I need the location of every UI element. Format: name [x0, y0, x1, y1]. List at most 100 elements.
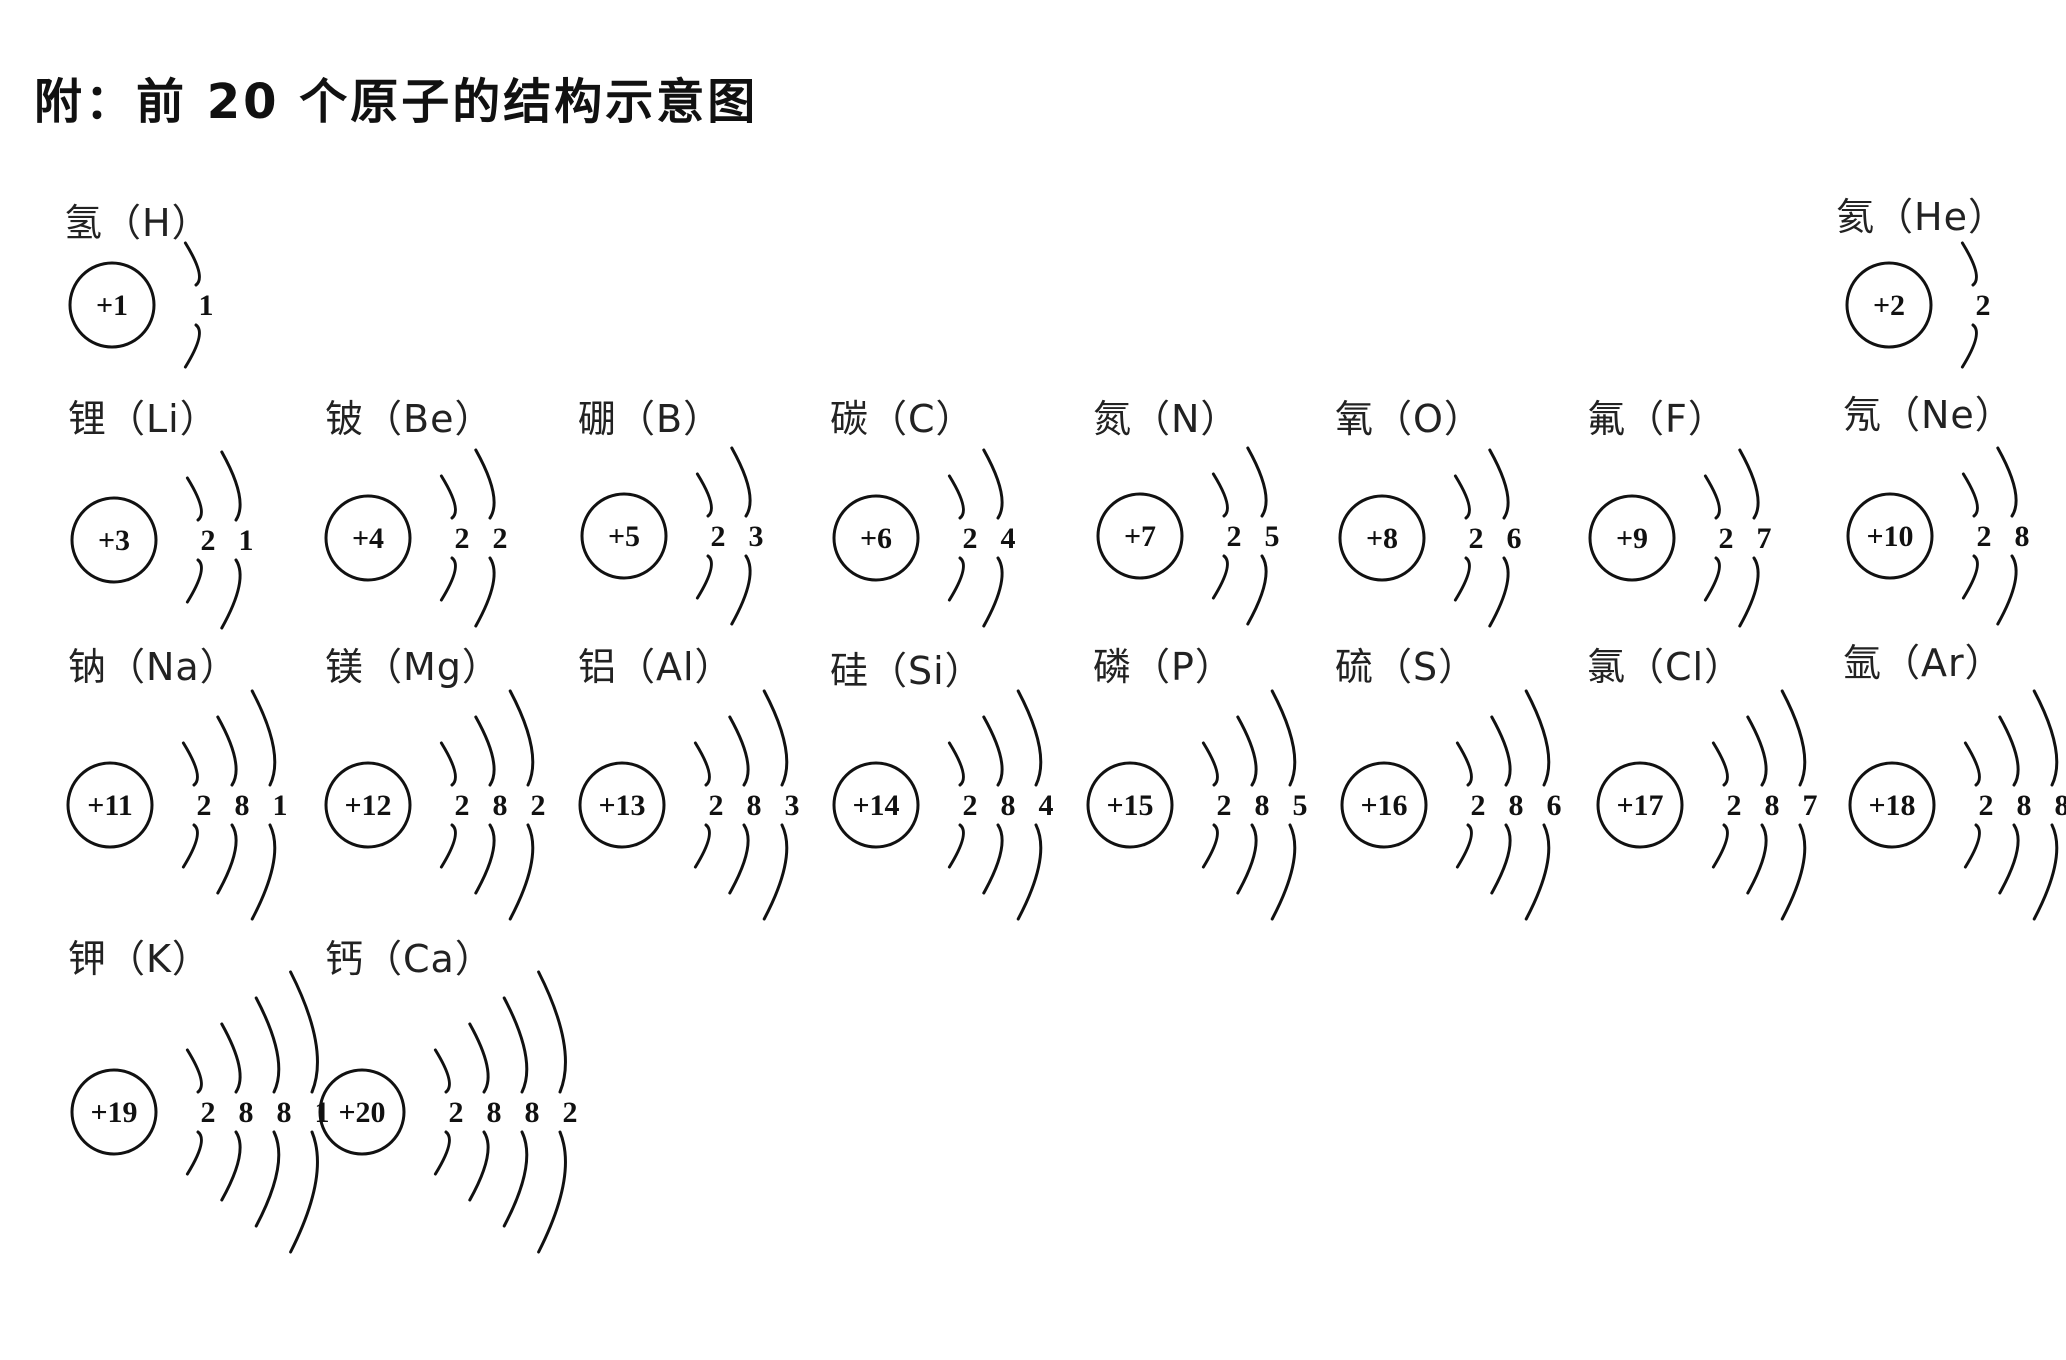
shell-arc-lower: [256, 1132, 279, 1226]
shell-electron-count: 1: [273, 789, 288, 822]
shell-arc-upper: [539, 972, 566, 1092]
shell-arc-lower: [222, 1132, 240, 1200]
shell-arc-upper: [510, 691, 533, 785]
shell-arc-lower: [984, 825, 1002, 893]
nucleus-charge: +4: [352, 522, 384, 555]
shell-arc-lower: [1203, 825, 1217, 867]
shell-arc-lower: [764, 825, 787, 919]
shell-arc-lower: [1018, 825, 1041, 919]
shell-arc-lower: [730, 825, 748, 893]
shell-arc-lower: [539, 1132, 566, 1252]
shell-arc-upper: [1455, 476, 1469, 518]
shell-arc-lower: [435, 1132, 449, 1174]
shell-electron-count: 8: [747, 789, 762, 822]
nucleus-charge: +11: [87, 789, 132, 822]
shell-arc-upper: [1490, 450, 1508, 518]
shell-arc-upper: [435, 1050, 449, 1092]
shell-arc-upper: [1526, 691, 1549, 785]
shell-electron-count: 2: [1719, 522, 1734, 555]
nucleus-charge: +3: [98, 524, 130, 557]
shell-electron-count: 8: [2015, 520, 2030, 553]
shell-arc-upper: [984, 450, 1002, 518]
shell-arc-upper: [218, 717, 236, 785]
shell-arc-upper: [730, 717, 748, 785]
shell-arc-upper: [476, 450, 494, 518]
shell-electron-count: 8: [239, 1096, 254, 1129]
shell-electron-count: 2: [711, 520, 726, 553]
shell-arc-lower: [1457, 825, 1471, 867]
nucleus-charge: +20: [338, 1096, 385, 1129]
shell-arc-lower: [1238, 825, 1256, 893]
shell-arc-lower: [1526, 825, 1549, 919]
shell-arc-lower: [949, 825, 963, 867]
nucleus-charge: +7: [1124, 520, 1156, 553]
shell-arc-upper: [1492, 717, 1510, 785]
shell-electron-count: 8: [277, 1096, 292, 1129]
shell-arc-upper: [187, 1050, 201, 1092]
shell-arc-upper: [256, 998, 279, 1092]
shell-electron-count: 2: [1976, 289, 1991, 322]
shell-arc-lower: [1213, 556, 1227, 598]
shell-arc-upper: [732, 448, 750, 516]
shell-arc-upper: [441, 743, 455, 785]
shell-arc-upper: [1962, 243, 1976, 285]
shell-electron-count: 2: [1227, 520, 1242, 553]
shell-electron-count: 2: [963, 789, 978, 822]
shell-arc-upper: [1272, 691, 1295, 785]
shell-arc-lower: [1965, 825, 1979, 867]
shell-arc-upper: [984, 717, 1002, 785]
shell-arc-upper: [949, 476, 963, 518]
nucleus-charge: +12: [344, 789, 391, 822]
shell-arc-upper: [252, 691, 275, 785]
shell-arc-lower: [1492, 825, 1510, 893]
shell-arc-upper: [441, 476, 455, 518]
nucleus-charge: +1: [96, 289, 128, 322]
shell-electron-count: 2: [709, 789, 724, 822]
shell-electron-count: 1: [199, 289, 214, 322]
shell-arc-lower: [1713, 825, 1727, 867]
nucleus-charge: +9: [1616, 522, 1648, 555]
shell-electron-count: 1: [239, 524, 254, 557]
shell-electron-count: 2: [1727, 789, 1742, 822]
shell-electron-count: 2: [1471, 789, 1486, 822]
nucleus-charge: +5: [608, 520, 640, 553]
shell-electron-count: 8: [487, 1096, 502, 1129]
nucleus-charge: +16: [1360, 789, 1407, 822]
shell-electron-count: 8: [235, 789, 250, 822]
shell-arc-upper: [764, 691, 787, 785]
nucleus-charge: +19: [90, 1096, 137, 1129]
page-title: 附：前 20 个原子的结构示意图: [34, 62, 758, 132]
shell-electron-count: 4: [1001, 522, 1016, 555]
shell-arc-lower: [441, 825, 455, 867]
shell-electron-count: 2: [963, 522, 978, 555]
shell-electron-count: 2: [1217, 789, 1232, 822]
shell-arc-upper: [1238, 717, 1256, 785]
shell-arc-upper: [1963, 474, 1977, 516]
shell-electron-count: 2: [1469, 522, 1484, 555]
shell-electron-count: 8: [1509, 789, 1524, 822]
shell-electron-count: 2: [1979, 789, 1994, 822]
shell-electron-count: 8: [1255, 789, 1270, 822]
shell-electron-count: 5: [1265, 520, 1280, 553]
shell-arc-upper: [222, 1024, 240, 1092]
shell-arc-upper: [2000, 717, 2018, 785]
shell-arc-upper: [1248, 448, 1266, 516]
shell-arc-upper: [1213, 474, 1227, 516]
shell-electron-count: 5: [1293, 789, 1308, 822]
shell-arc-upper: [476, 717, 494, 785]
nucleus-charge: +15: [1106, 789, 1153, 822]
shell-arc-lower: [187, 1132, 201, 1174]
shell-electron-count: 2: [1977, 520, 1992, 553]
nucleus-charge: +14: [852, 789, 899, 822]
shell-electron-count: 2: [197, 789, 212, 822]
shell-electron-count: 2: [455, 522, 470, 555]
shell-electron-count: 2: [449, 1096, 464, 1129]
shell-arc-upper: [1203, 743, 1217, 785]
shell-electron-count: 2: [455, 789, 470, 822]
shell-electron-count: 2: [201, 1096, 216, 1129]
shell-arc-upper: [1748, 717, 1766, 785]
shell-arc-upper: [1782, 691, 1805, 785]
